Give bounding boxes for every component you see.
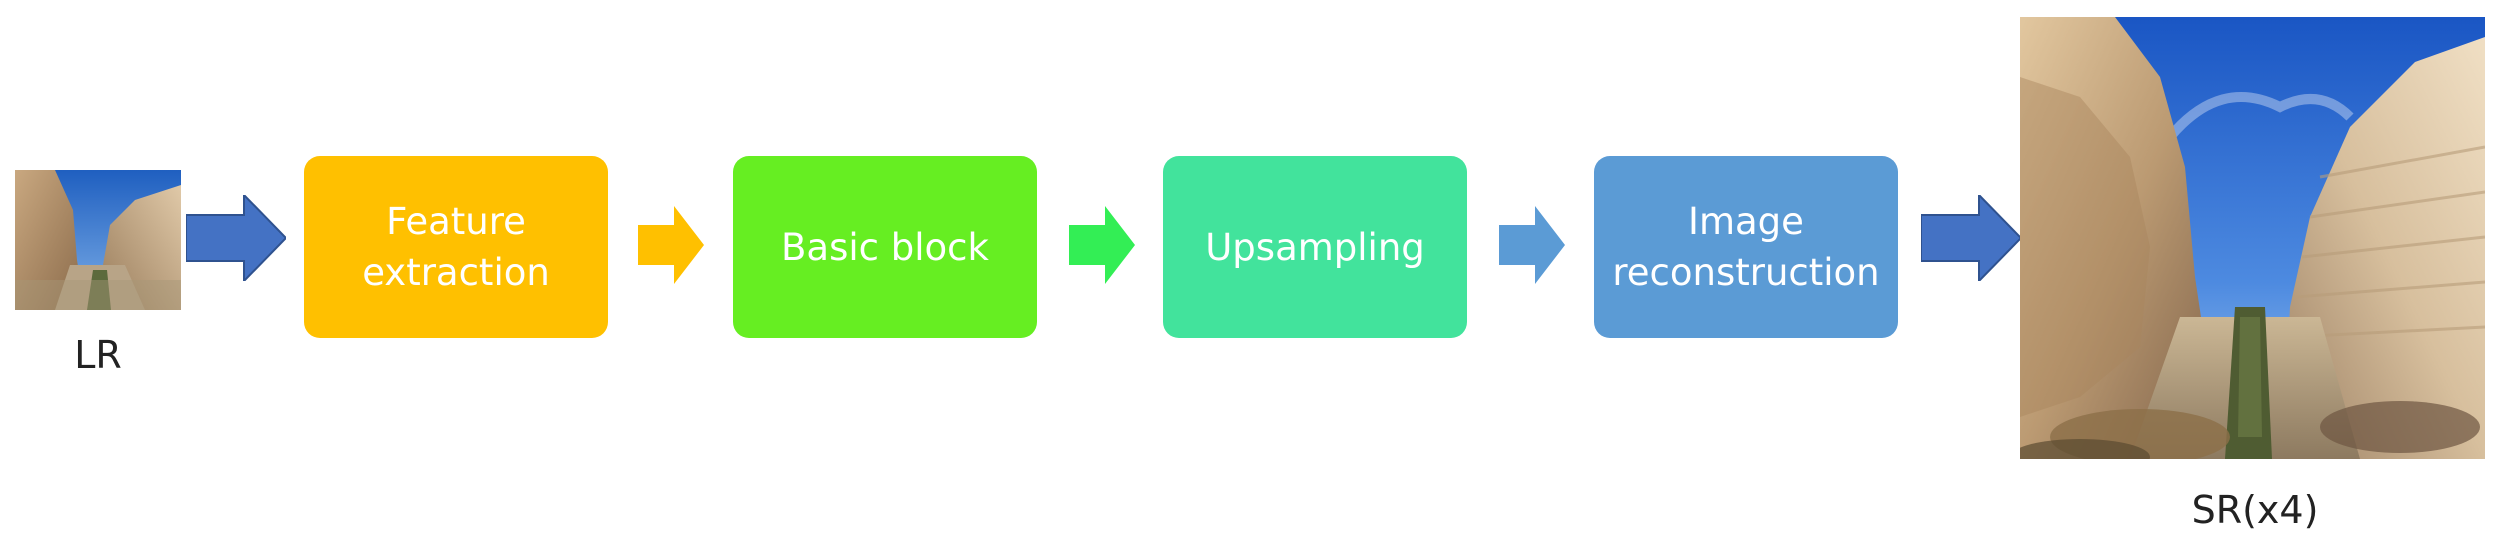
- block-label-line: extraction: [362, 251, 550, 294]
- basic-block: Basic block: [733, 156, 1037, 338]
- block-label-line: Upsampling: [1205, 225, 1425, 269]
- arrow-right-icon: [186, 195, 286, 281]
- block-label-line: Feature: [386, 200, 526, 243]
- arrow-right-icon: [1069, 206, 1135, 284]
- block-label-line: Image: [1688, 200, 1804, 243]
- block-label-line: Basic block: [781, 225, 989, 269]
- arrow-right-icon: [638, 206, 704, 284]
- arrow-right-icon: [1499, 206, 1565, 284]
- image-reconstruction-block: Image reconstruction: [1594, 156, 1898, 338]
- lr-input-image: [15, 170, 181, 310]
- lr-label: LR: [74, 333, 122, 377]
- sr-output-image: [2020, 17, 2485, 459]
- sr-label: SR(x4): [2191, 488, 2319, 532]
- arrow-right-icon: [1921, 195, 2021, 281]
- feature-extraction-block: Feature extraction: [304, 156, 608, 338]
- upsampling-block: Upsampling: [1163, 156, 1467, 338]
- block-label-line: reconstruction: [1612, 251, 1880, 294]
